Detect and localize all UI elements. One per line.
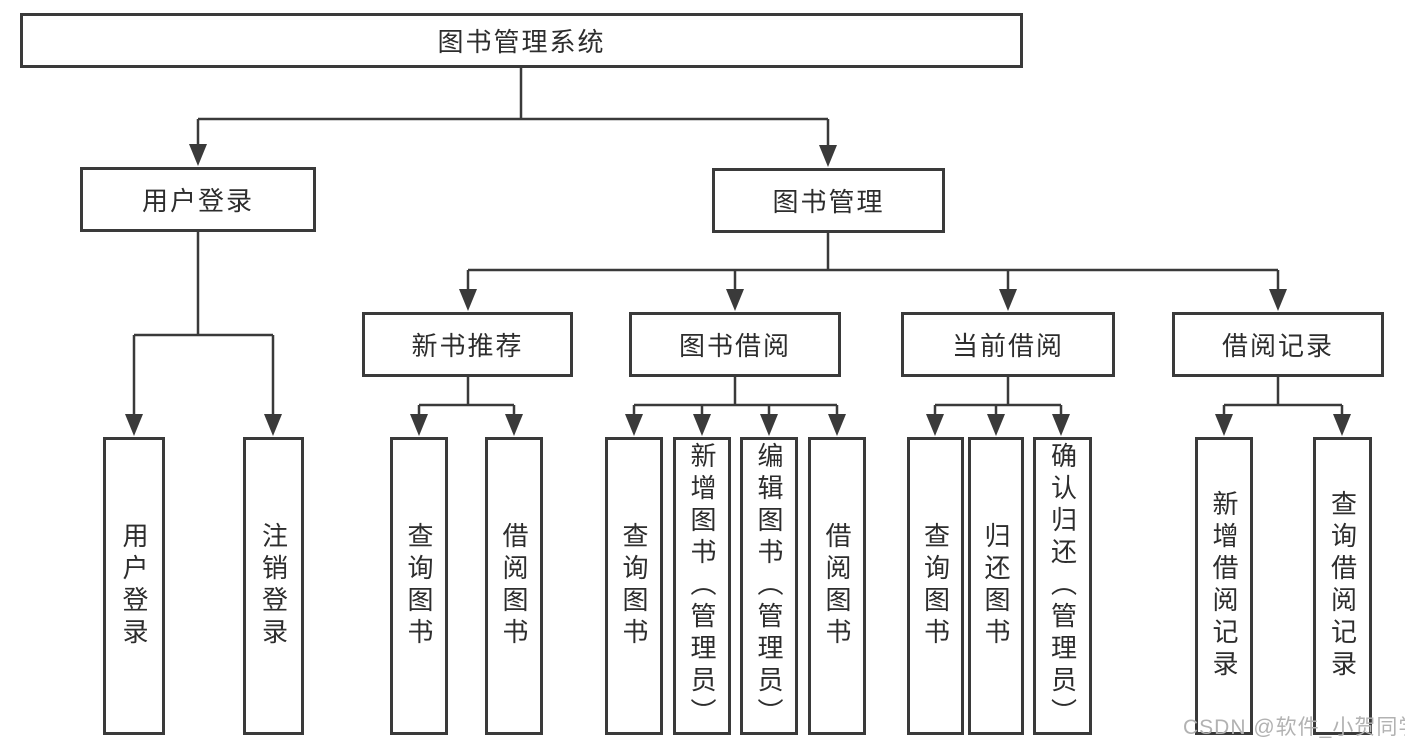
leaf-borrow-books: 借阅图书 [808,437,866,735]
leaf-add-books-admin-label: 新增图书（管理员） [687,442,717,730]
leaf-logout: 注销登录 [243,437,304,735]
node-borrow-records-label: 借阅记录 [1221,331,1334,361]
leaf-user-login: 用户登录 [103,437,165,735]
leaf-current-query-books: 查询图书 [907,437,964,735]
node-new-book-recommend-label: 新书推荐 [411,331,524,361]
leaf-recommend-query-books: 查询图书 [390,437,448,735]
leaf-query-borrow-record: 查询借阅记录 [1313,437,1372,735]
leaf-edit-books-admin-label: 编辑图书（管理员） [754,442,784,730]
leaf-borrow-books-label: 借阅图书 [822,522,852,650]
node-book-borrow: 图书借阅 [629,312,841,377]
node-new-book-recommend: 新书推荐 [362,312,573,377]
leaf-borrow-query-books-label: 查询图书 [619,522,649,650]
node-borrow-records: 借阅记录 [1172,312,1384,377]
node-book-management: 图书管理 [712,168,945,233]
leaf-recommend-query-books-label: 查询图书 [404,522,434,650]
leaf-confirm-return-admin-label: 确认归还（管理员） [1047,442,1078,730]
csdn-watermark: CSDN @软件_小贺同学 [1183,716,1405,739]
node-user-login-label: 用户登录 [141,186,254,216]
leaf-add-borrow-record: 新增借阅记录 [1195,437,1253,735]
node-root-label: 图书管理系统 [437,27,606,57]
leaf-confirm-return-admin: 确认归还（管理员） [1033,437,1092,735]
leaf-edit-books-admin: 编辑图书（管理员） [740,437,798,735]
node-current-borrow-label: 当前借阅 [951,331,1064,361]
leaf-add-borrow-record-label: 新增借阅记录 [1209,490,1239,682]
node-root: 图书管理系统 [20,13,1023,68]
leaf-recommend-borrow-books-label: 借阅图书 [499,522,529,650]
node-book-management-label: 图书管理 [772,187,885,217]
leaf-return-books: 归还图书 [968,437,1024,735]
leaf-borrow-query-books: 查询图书 [605,437,663,735]
leaf-query-borrow-record-label: 查询借阅记录 [1327,490,1358,682]
leaf-recommend-borrow-books: 借阅图书 [485,437,543,735]
leaf-current-query-books-label: 查询图书 [920,522,951,650]
leaf-logout-label: 注销登录 [258,522,289,650]
node-book-borrow-label: 图书借阅 [678,331,791,361]
node-user-login: 用户登录 [80,167,316,232]
node-current-borrow: 当前借阅 [901,312,1115,377]
leaf-add-books-admin: 新增图书（管理员） [673,437,731,735]
leaf-user-login-label: 用户登录 [119,522,149,650]
leaf-return-books-label: 归还图书 [981,522,1011,650]
